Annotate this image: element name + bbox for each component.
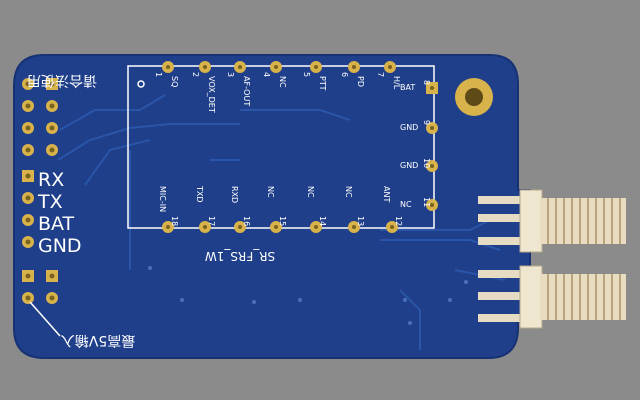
- pin-name-12: ANT: [382, 186, 391, 202]
- pin-number-1: 1: [154, 72, 163, 77]
- header-pad-hole: [25, 125, 31, 131]
- header-pad-hole: [25, 195, 31, 201]
- module-pad-hole: [203, 65, 207, 69]
- module-pad-hole: [314, 65, 318, 69]
- pin-name-7: H/L: [392, 76, 401, 90]
- pin-number-8: 8: [422, 80, 431, 85]
- sma-connector-top: [478, 189, 626, 253]
- module-pad-hole: [203, 225, 207, 229]
- header-pad-hole: [49, 125, 55, 131]
- pin-name-3: AF-OUT: [242, 76, 251, 106]
- pin-number-7: 7: [376, 72, 385, 77]
- module-pad-hole: [352, 65, 356, 69]
- pin-name-14: NC: [306, 186, 315, 198]
- left-header-pads: [22, 78, 58, 304]
- pin-name-9: GND: [400, 123, 418, 132]
- pin-number-17: 17: [207, 216, 216, 226]
- pin-name-5: PTT: [318, 76, 327, 91]
- left-label-rx: RX: [38, 169, 64, 191]
- module-pad-hole: [238, 225, 242, 229]
- pin-name-17: TXD: [195, 185, 204, 203]
- module-pad-hole: [314, 225, 318, 229]
- header-pad-hole: [49, 103, 55, 109]
- pin-number-5: 5: [302, 72, 311, 77]
- header-pad-hole: [25, 273, 31, 279]
- pin1-marker: [137, 80, 145, 88]
- header-pad-hole: [49, 295, 55, 301]
- pin-number-3: 3: [226, 72, 235, 77]
- pin-number-2: 2: [191, 72, 200, 77]
- silk-arrow-line: [29, 301, 61, 337]
- module-pad-hole: [388, 65, 392, 69]
- header-pad-hole: [49, 81, 55, 87]
- header-pad-hole: [25, 295, 31, 301]
- module-name-label: SR_FRS_1W: [205, 249, 275, 263]
- pin-number-15: 15: [278, 216, 287, 226]
- header-pad-hole: [25, 147, 31, 153]
- pin-name-18: MIC-IN: [158, 186, 167, 212]
- pin-number-12: 12: [394, 216, 403, 226]
- pin-number-9: 9: [422, 120, 431, 125]
- pin-name-2: VOX_DET: [207, 76, 216, 113]
- pin-name-16: RXD: [230, 186, 239, 203]
- module-pad-hole: [274, 65, 278, 69]
- pin-number-16: 16: [242, 216, 251, 226]
- sma-connector-bottom: [478, 265, 626, 329]
- module-pad-hole: [166, 65, 170, 69]
- pin-number-13: 13: [356, 216, 365, 226]
- pin-number-18: 18: [170, 216, 179, 226]
- module-pad-hole: [430, 86, 434, 90]
- note-bottom-label: 最高5V输入: [61, 332, 135, 349]
- header-pad-hole: [49, 147, 55, 153]
- pin-number-14: 14: [318, 216, 327, 226]
- pin-name-15: NC: [266, 186, 275, 198]
- vias: [148, 266, 468, 325]
- header-pad-hole: [25, 103, 31, 109]
- module-pad-hole: [430, 126, 434, 130]
- pin-number-6: 6: [340, 72, 349, 77]
- pin-name-8: BAT: [400, 83, 415, 92]
- module-pad-hole: [166, 225, 170, 229]
- pin-number-4: 4: [262, 72, 271, 77]
- header-pad-hole: [25, 217, 31, 223]
- pin-name-1: SQ: [170, 76, 179, 87]
- module-pad-hole: [430, 164, 434, 168]
- module-pad-hole: [390, 225, 394, 229]
- pin-name-11: NC: [400, 200, 412, 209]
- mounting-hole-center: [465, 88, 483, 106]
- header-pad-hole: [25, 239, 31, 245]
- pin-name-6: PD: [356, 76, 365, 87]
- left-label-gnd: GND: [38, 235, 82, 257]
- left-label-tx: TX: [37, 191, 63, 213]
- left-label-bat: BAT: [38, 213, 75, 235]
- pin-number-11: 11: [422, 197, 431, 207]
- pcb-board: [13, 54, 531, 359]
- header-pad-hole: [25, 81, 31, 87]
- pin-name-4: NC: [278, 76, 287, 88]
- note-top-label: 请合法使用: [27, 72, 97, 89]
- header-pad-hole: [25, 173, 31, 179]
- pin-number-10: 10: [422, 158, 431, 168]
- header-pad-hole: [49, 273, 55, 279]
- module-pad-hole: [274, 225, 278, 229]
- module-pad-hole: [430, 203, 434, 207]
- pin-name-13: NC: [344, 186, 353, 198]
- pin-name-10: GND: [400, 161, 418, 170]
- copper-traces: [57, 94, 506, 350]
- module-pad-hole: [238, 65, 242, 69]
- module-pad-hole: [352, 225, 356, 229]
